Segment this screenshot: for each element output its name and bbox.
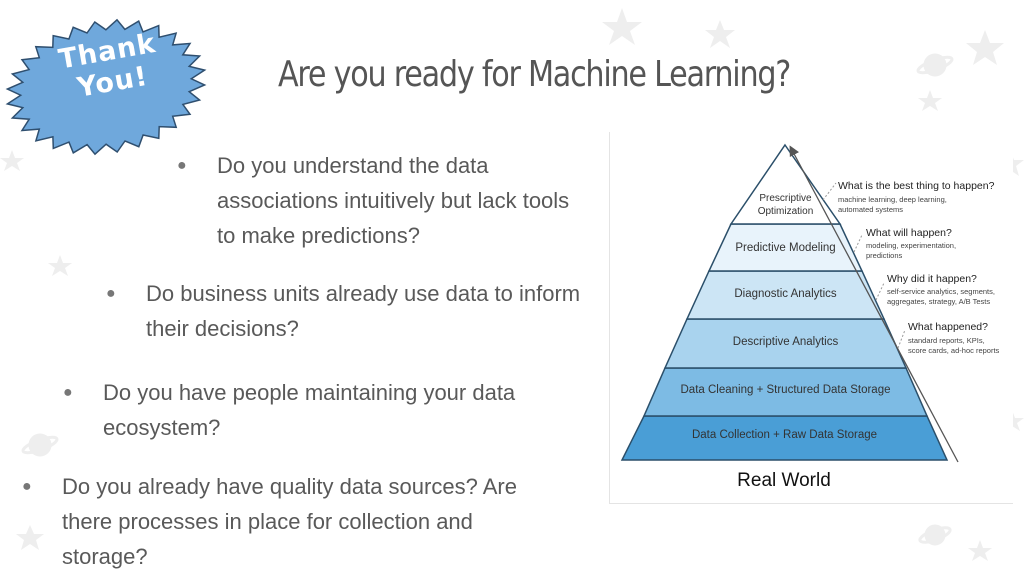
bullet-text: Do you understand the data associations … [217,153,570,248]
connector-line [853,234,863,253]
connector-line [897,329,906,349]
question-desc-line: machine learning, deep learning, [838,195,947,204]
pyramid-level-1 [729,143,842,225]
bullet-text: Do business units already use data to in… [146,281,581,341]
bullet-item: ● Do business units already use data to … [106,276,586,346]
question-desc: self-service analytics, segments, aggreg… [887,287,995,306]
question-why-happen: Why did it happen? [887,273,977,285]
question-will-happen: What will happen? [866,227,952,239]
bullet-dot: ● [106,285,116,302]
question-desc: modeling, experimentation, predictions [866,241,956,260]
question-desc-line: automated systems [838,204,904,214]
star-icon [918,90,942,111]
level-label-data-collection: Data Collection + Raw Data Storage [691,429,878,441]
pyramid-svg [620,143,959,463]
bullet-item: ● Do you understand the data association… [177,148,587,253]
bullet-dot: ● [177,157,187,174]
star-icon [968,540,992,561]
level-label-prescriptive: Prescriptive Optimization [731,192,840,218]
question-desc-line: predictions [866,250,903,260]
analytics-pyramid-diagram: Prescriptive Optimization Predictive Mod… [609,132,1013,504]
level-label-diagnostic: Diagnostic Analytics [734,288,837,300]
star-icon [966,30,1004,65]
question-desc-line: score cards, ad-hoc reports [908,345,1000,355]
planet-icon [916,53,954,77]
bullet-item: ● Do you have people maintaining your da… [63,375,593,445]
real-world-label: Real World [737,470,831,491]
question-desc-line: self-service analytics, segments, [887,287,995,296]
star-icon [0,150,24,171]
bullet-text: Do you already have quality data sources… [62,474,517,569]
progress-arrow [789,145,959,463]
star-icon [602,8,642,45]
level-label-data-cleaning: Data Cleaning + Structured Data Storage [680,384,891,396]
question-desc-line: modeling, experimentation, [866,241,957,250]
star-icon [16,525,44,550]
slide-title: Are you ready for Machine Learning? [278,54,791,95]
question-desc-line: standard reports, KPIs, [908,336,985,345]
connector-line [822,182,837,201]
level-label-predictive: Predictive Modeling [735,242,836,254]
question-best-thing: What is the best thing to happen? [838,180,995,192]
planet-icon [21,433,59,457]
star-icon [48,255,72,276]
bullet-text: Do you have people maintaining your data… [103,380,516,440]
question-what-happened: What happened? [908,321,988,333]
thank-you-badge [5,18,207,156]
level-label-descriptive: Descriptive Analytics [732,336,839,348]
level-label-line: Prescriptive [759,193,812,204]
connector-line [875,282,885,301]
question-desc: machine learning, deep learning, automat… [838,195,947,214]
planet-icon [918,524,952,546]
level-label-line: Optimization [757,206,814,217]
star-icon [705,20,735,48]
bullet-dot: ● [22,478,32,495]
bullet-item: ● Do you already have quality data sourc… [22,469,557,574]
question-desc-line: aggregates, strategy, A/B Tests [887,296,991,306]
question-desc: standard reports, KPIs, score cards, ad-… [908,336,999,355]
bullet-dot: ● [63,384,73,401]
